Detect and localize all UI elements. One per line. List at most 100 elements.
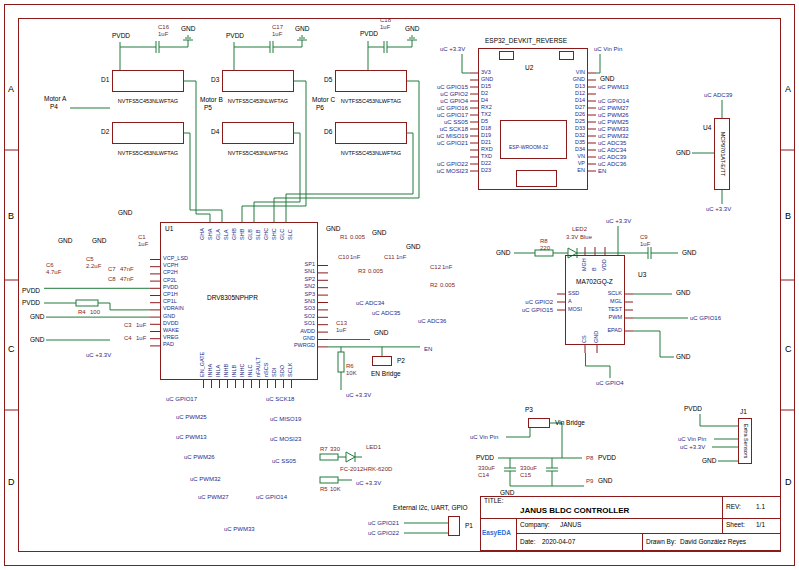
- net-label: uC SCK18: [266, 396, 294, 402]
- part-name: External I2c, UART, GPIO: [393, 505, 468, 512]
- pin-name: GND: [594, 331, 600, 343]
- part-value: 2.2uF: [86, 263, 101, 269]
- pin-header: P1External I2c, UART, GPIO: [448, 516, 460, 536]
- net-label: EN: [424, 346, 432, 352]
- net-label: uC PWM25: [598, 119, 629, 125]
- net-label: uC PWM25: [176, 414, 207, 420]
- plain-label: GND: [702, 458, 716, 465]
- pin-name: EPAD: [607, 328, 622, 334]
- pin-name: SHC: [272, 228, 278, 240]
- pin-name: SDO: [280, 365, 286, 377]
- part-value: C9: [640, 234, 648, 240]
- pin-name: INLA: [216, 365, 222, 377]
- pin-name: GHC: [264, 228, 270, 240]
- part-value: C11: [384, 254, 395, 260]
- part-value: R7: [320, 446, 328, 452]
- pin-name: CP2L: [163, 278, 177, 284]
- net-label: uC SCK18: [440, 126, 468, 132]
- reference-designator: J1: [740, 409, 747, 416]
- plain-label: GND: [676, 290, 690, 297]
- pin-name: INHC: [240, 364, 246, 377]
- pin-name: SSD: [568, 291, 579, 297]
- plain-label: P4: [50, 104, 58, 111]
- plain-label: 1/1: [756, 522, 765, 529]
- net-label: uC PWM13: [598, 84, 629, 90]
- net-label: uC MOSI23: [437, 168, 468, 174]
- pin-name: SN1: [304, 269, 315, 275]
- part-name: ESP-WROOM-32: [509, 145, 548, 150]
- plain-label: GND: [600, 76, 614, 83]
- pin-name: D4: [481, 98, 488, 104]
- part-value: 3.3V Blue: [566, 234, 592, 240]
- pin-name: INLB: [232, 365, 238, 377]
- power-net-label: PVDD: [22, 288, 40, 295]
- part-value: C10: [338, 254, 349, 260]
- net-label: uC GPIO4: [440, 98, 468, 104]
- plain-label: GND: [30, 314, 44, 321]
- part-name: NVTFS5C453NLWFTAG: [222, 99, 294, 105]
- pin-name: GLB: [248, 229, 254, 240]
- sheet-title: JANUS BLDC CONTROLLER: [520, 507, 629, 515]
- pin-name: D26: [575, 112, 585, 118]
- reference-designator: D2: [101, 129, 109, 136]
- part-name: DRV8305NPHPR: [207, 295, 258, 302]
- part-value: C18: [380, 17, 391, 23]
- part-value: 1uF: [336, 327, 346, 333]
- net-label: uC PWM33: [224, 526, 255, 532]
- pin-name: SN2: [304, 284, 315, 290]
- pin-name: GND: [163, 314, 175, 320]
- plain-label: P6: [316, 105, 324, 112]
- pin-name: VDD: [602, 259, 608, 271]
- part-value: C16: [158, 24, 169, 30]
- pin-name: SP3: [305, 292, 315, 298]
- pin-name: INHB: [224, 364, 230, 377]
- reference-designator: D3: [211, 77, 219, 84]
- mosfet-symbol: D4NVTFS5C453NLWFTAG: [222, 122, 294, 144]
- net-label: uC PWM13: [176, 434, 207, 440]
- part-value: 1uF: [640, 241, 650, 247]
- wires: [44, 36, 738, 533]
- net-label: uC GPIO2: [525, 299, 553, 305]
- pin-name: B: [592, 267, 598, 271]
- part-value: FC-2012HRK-620D: [340, 466, 392, 472]
- power-net-label: PVDD: [598, 455, 616, 462]
- net-label: uC PWM27: [598, 105, 629, 111]
- net-label: uC ADC39: [598, 154, 626, 160]
- pin-name: GLA: [216, 229, 222, 240]
- power-net-label: PVDD: [22, 300, 40, 307]
- part-name: MCP9701AT-E/TT: [719, 132, 725, 177]
- zone-letter: C: [8, 345, 15, 354]
- net-label: uC GPIO16: [690, 315, 721, 321]
- pin-name: SP2: [305, 277, 315, 283]
- pin-name: WAKE: [163, 328, 179, 334]
- esp32-module: U2ESP32_DEVKIT_REVERSEESP-WROOM-32: [478, 48, 588, 190]
- part-value: 1nF: [350, 254, 360, 260]
- part-value: P9: [586, 478, 593, 484]
- plain-label: GND: [496, 250, 510, 257]
- pin-name: SLB: [256, 230, 262, 240]
- reference-designator: P2: [397, 358, 405, 365]
- plain-label: GND: [118, 210, 132, 217]
- pin-name: MOSI: [568, 307, 582, 313]
- plain-label: GND: [295, 26, 309, 33]
- reference-designator: P1: [465, 523, 473, 530]
- zone-letter: B: [8, 212, 14, 221]
- plain-label: Motor A: [44, 96, 66, 103]
- part-value: C7: [108, 266, 116, 272]
- part-value: R6: [346, 363, 354, 369]
- reference-designator: D1: [101, 77, 109, 84]
- pin-name: SHA: [208, 229, 214, 240]
- pin-name: VN: [577, 154, 585, 160]
- part-value: R2: [430, 282, 438, 288]
- part-value: 1uF: [272, 31, 282, 37]
- part-name: EN Bridge: [371, 371, 401, 378]
- pin-name: TXD: [481, 154, 492, 160]
- net-label: uC GPIO17: [437, 112, 468, 118]
- part-value: C4: [124, 335, 132, 341]
- part-value: R3: [358, 268, 366, 274]
- net-label: uC PWM27: [198, 494, 229, 500]
- net-label: uC PWM32: [598, 133, 629, 139]
- plain-label: TITLE:: [484, 498, 504, 505]
- net-label: uC GPIO22: [437, 161, 468, 167]
